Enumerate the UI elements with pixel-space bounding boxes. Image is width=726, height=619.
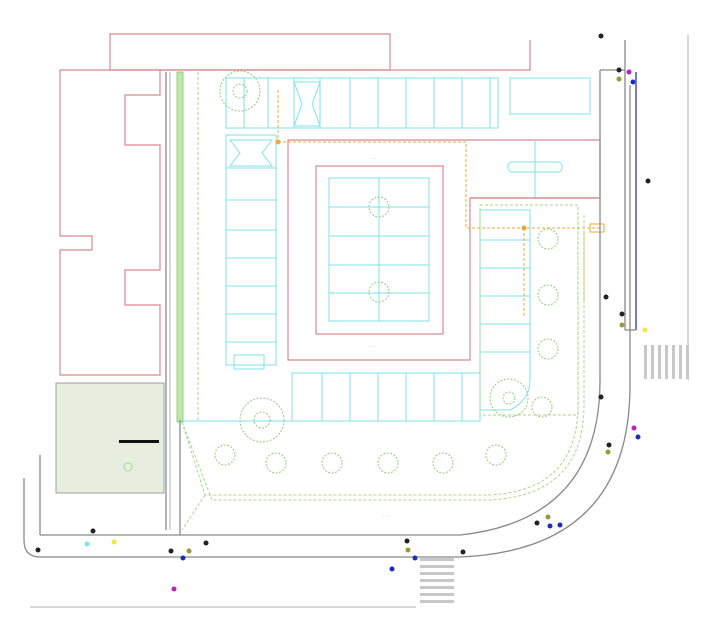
- parking-east: [479, 204, 579, 416]
- central-building-inner: [315, 165, 444, 335]
- bench-bar: [119, 440, 159, 443]
- lawn-tree-icon: [123, 462, 133, 472]
- crosswalk-south: [420, 558, 454, 603]
- landscape-boundary: [181, 215, 585, 531]
- access-road-features: [470, 77, 600, 199]
- hedge-strip: [176, 71, 184, 423]
- crosswalk-east: [644, 345, 689, 379]
- building-west: [59, 69, 161, 376]
- road-network: [23, 35, 689, 608]
- building-north: [109, 33, 391, 71]
- parking-courtyard: [328, 177, 430, 322]
- plaza-label: · · ·: [383, 514, 389, 519]
- lawn-area: [55, 382, 165, 494]
- garden-label: · · ·: [370, 344, 376, 349]
- tree-large-nw: [219, 70, 261, 112]
- central-building-outer: [287, 139, 601, 361]
- parking-south: [180, 354, 481, 422]
- street-markers: [35, 33, 651, 592]
- tree-large-sw: [239, 397, 285, 443]
- parking-label: · · ·: [370, 156, 376, 161]
- utility-lines: [275, 90, 605, 318]
- parking-north: [225, 77, 499, 129]
- existing-buildings: [59, 33, 531, 376]
- trees: [214, 70, 559, 474]
- building-north-wing: [160, 40, 531, 71]
- parking-west: [225, 134, 277, 366]
